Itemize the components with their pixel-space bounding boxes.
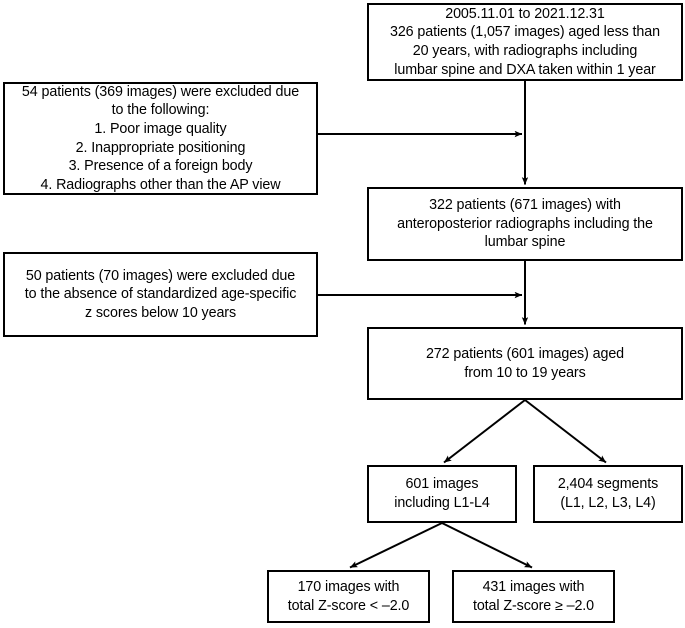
images-l1-l4-box: 601 images including L1-L4 bbox=[367, 465, 517, 523]
segments-box: 2,404 segments (L1, L2, L3, L4) bbox=[533, 465, 683, 523]
zscore-at-or-above-threshold-text: 431 images with total Z-score ≥ –2.0 bbox=[472, 578, 595, 614]
ap-radiographs-text: 322 patients (671 images) with anteropos… bbox=[397, 197, 653, 251]
source-cohort-text: 2005.11.01 to 2021.12.31 326 patients (1… bbox=[389, 5, 660, 78]
connector-aged-to-images bbox=[443, 399, 526, 464]
ap-radiographs-box: 322 patients (671 images) with anteropos… bbox=[367, 187, 683, 261]
exclusion-criteria-text-1: 54 patients (369 images) were excluded d… bbox=[21, 83, 300, 193]
connector-aged-to-segments bbox=[524, 399, 607, 464]
exclusion-criteria-box-2: 50 patients (70 images) were excluded du… bbox=[3, 252, 318, 337]
zscore-below-threshold-text: 170 images with total Z-score < –2.0 bbox=[287, 578, 410, 614]
connector-images-to-zscore-low bbox=[349, 522, 443, 569]
exclusion-criteria-text-2: 50 patients (70 images) were excluded du… bbox=[24, 267, 297, 321]
images-l1-l4-text: 601 images including L1-L4 bbox=[394, 476, 490, 511]
aged-cohort-text: 272 patients (601 images) aged from 10 t… bbox=[425, 345, 625, 381]
aged-cohort-box: 272 patients (601 images) aged from 10 t… bbox=[367, 327, 683, 400]
connector-images-to-zscore-high bbox=[441, 522, 533, 569]
source-cohort-box: 2005.11.01 to 2021.12.31 326 patients (1… bbox=[367, 3, 683, 81]
exclusion-criteria-box-1: 54 patients (369 images) were excluded d… bbox=[3, 82, 318, 195]
segments-text: 2,404 segments (L1, L2, L3, L4) bbox=[557, 476, 659, 511]
zscore-at-or-above-threshold-box: 431 images with total Z-score ≥ –2.0 bbox=[452, 570, 615, 623]
zscore-below-threshold-box: 170 images with total Z-score < –2.0 bbox=[267, 570, 430, 623]
